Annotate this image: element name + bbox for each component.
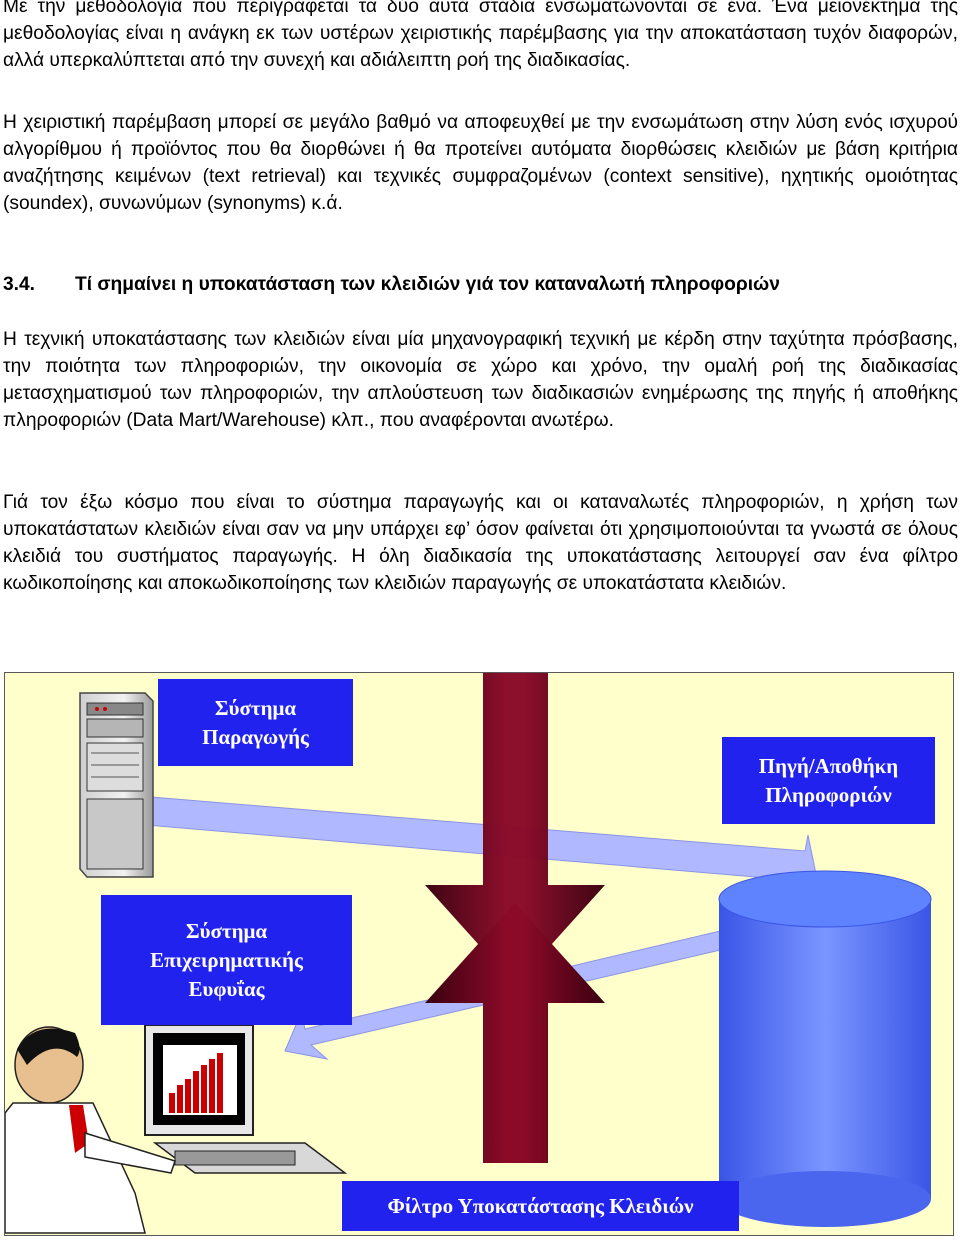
paragraph-intro: Με την μεθοδολογία που περιγράφεται τα δ… [3, 0, 958, 71]
information-source-box: Πηγή/Αποθήκη Πληροφοριών [722, 737, 935, 824]
server-tower-icon [79, 692, 154, 878]
diagram-graphics [5, 673, 932, 1234]
production-system-line1: Σύστημα [214, 695, 297, 720]
paragraph-manual-intervention: Η χειριστική παρέμβαση μπορεί σε μεγάλο … [3, 112, 958, 214]
business-intelligence-line1: Σύστημα [185, 918, 268, 943]
business-intelligence-line3: Ευφυΐας [188, 976, 265, 1001]
paragraph-technique: Η τεχνική υποκατάστασης των κλειδιών είν… [3, 329, 958, 431]
filter-bar [425, 673, 605, 985]
person-at-computer-icon [5, 1024, 348, 1234]
section-title: Τί σημαίνει η υποκατάσταση των κλειδιών … [75, 274, 780, 295]
production-system-line2: Παραγωγής [202, 724, 309, 749]
database-cylinder [718, 870, 932, 1227]
business-intelligence-line2: Επιχειρηματικής [150, 947, 303, 972]
arrow-production-to-source [102, 776, 818, 896]
filter-bar-lower [425, 903, 605, 1163]
key-substitution-filter-label: Φίλτρο Υποκατάστασης Κλειδιών [342, 1181, 739, 1231]
information-source-line2: Πληροφοριών [765, 782, 892, 807]
business-intelligence-box: Σύστημα Επιχειρηματικής Ευφυΐας [101, 895, 352, 1025]
paragraph-outside-world: Γιά τον έξω κόσμο που είναι το σύστημα π… [3, 492, 958, 594]
production-system-box: Σύστημα Παραγωγής [158, 679, 353, 766]
section-heading: 3.4. Τί σημαίνει η υποκατάσταση των κλειδ… [3, 271, 958, 298]
information-source-line1: Πηγή/Αποθήκη [758, 753, 899, 778]
section-number: 3.4. [3, 274, 36, 295]
key-substitution-diagram: Σύστημα Παραγωγής Πηγή/Αποθήκη Πληροφορι… [4, 672, 954, 1236]
